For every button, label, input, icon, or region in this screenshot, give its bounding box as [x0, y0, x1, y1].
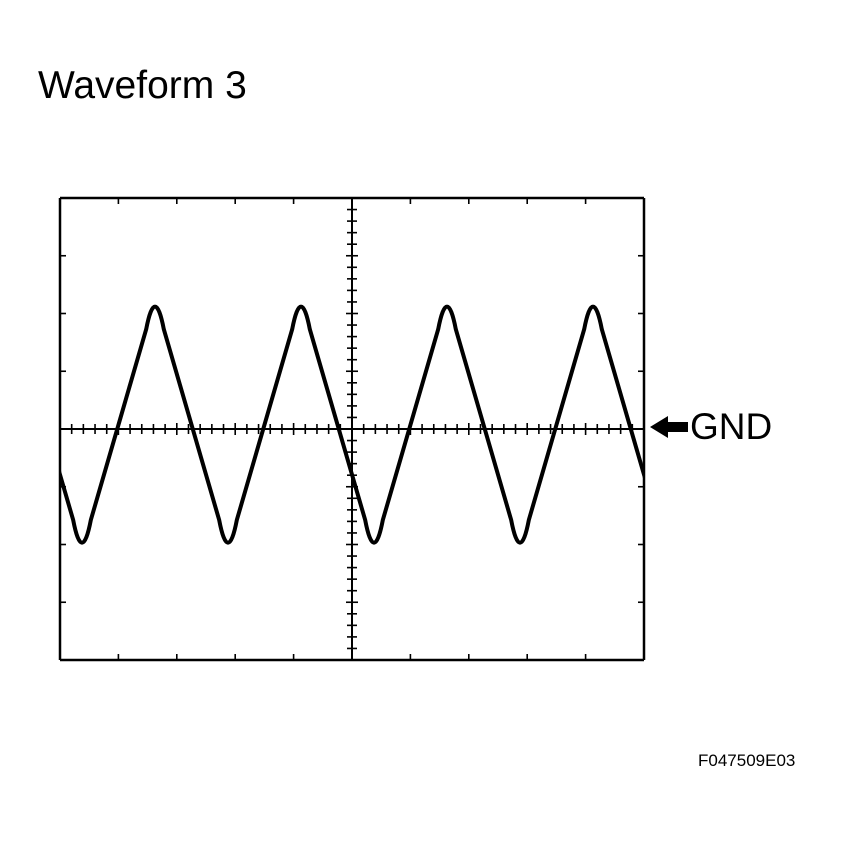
scope-graticule	[59, 197, 645, 661]
gnd-marker-label: GND	[690, 406, 773, 447]
diagram-title: Waveform 3	[38, 64, 247, 107]
gnd-arrow-icon	[650, 416, 688, 438]
waveform-trace	[60, 304, 644, 545]
figure-code: F047509E03	[698, 751, 796, 770]
